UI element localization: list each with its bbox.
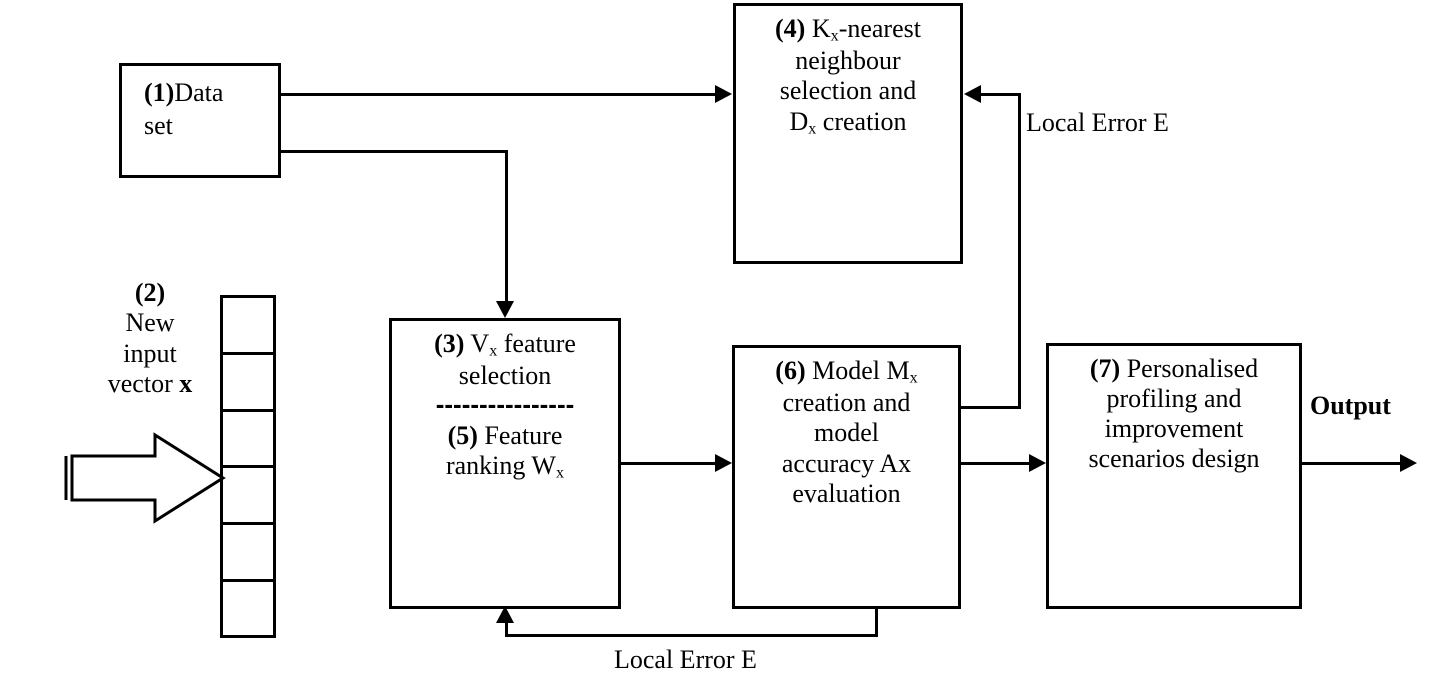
- box-6-line3: model: [814, 418, 879, 448]
- vector-cell: [223, 582, 273, 639]
- vector-cell: [223, 468, 273, 526]
- input-block-arrow: [60, 428, 230, 533]
- connector-box1-to-box4: [281, 93, 715, 96]
- box-5-number: (5): [447, 420, 478, 450]
- input-vector-number: (2): [134, 278, 166, 307]
- box-3-line1-sub: x: [489, 342, 498, 360]
- box-6-line5: evaluation: [792, 478, 901, 508]
- box-7-line3: improvement: [1104, 414, 1244, 444]
- arrowhead-into-box4-left: [715, 85, 732, 103]
- connector-box1-to-box3-vertical: [505, 150, 508, 302]
- arrowhead-into-box7-left: [1029, 454, 1046, 472]
- connector-box7-to-output: [1302, 462, 1402, 465]
- box-3-line1-post: feature: [497, 329, 576, 358]
- output-label: Output: [1310, 391, 1391, 420]
- box-3-line1-pre: V: [464, 329, 490, 358]
- arrowhead-into-box3-bottom: [496, 606, 514, 623]
- box-6-line1-sub: x: [909, 369, 918, 387]
- input-vector-variable: x: [179, 369, 193, 399]
- box-6-number: (6): [775, 356, 806, 385]
- arrowhead-output: [1400, 454, 1417, 472]
- box-7-line2: profiling and: [1106, 384, 1242, 414]
- input-vector-column[interactable]: [220, 295, 276, 638]
- vector-cell: [223, 525, 273, 582]
- feedback-upper-to-box4: [981, 93, 1021, 96]
- box-6-line1-pre: Model M: [805, 356, 910, 385]
- arrowhead-into-box3-top: [496, 301, 514, 318]
- vector-cell: [223, 412, 273, 469]
- connector-box6-to-box7: [961, 462, 1031, 465]
- connector-box3-to-box6: [621, 462, 717, 465]
- box-6-line4: accuracy Ax: [781, 448, 912, 478]
- vector-cell: [223, 355, 273, 412]
- box-3-number: (3): [434, 329, 465, 358]
- arrowhead-into-box4-right: [964, 85, 981, 103]
- local-error-label-bottom: Local Error E: [614, 645, 757, 674]
- feedback-lower-vertical-left: [505, 621, 508, 635]
- box-4-line1-post: -nearest: [838, 14, 921, 43]
- box-4-line1-sub: x: [830, 27, 839, 45]
- feedback-upper-from-box6: [961, 406, 1021, 409]
- local-error-label-top: Local Error E: [1026, 108, 1169, 137]
- block-arrow-shape: [70, 432, 226, 524]
- box-7-line4: scenarios design: [1088, 444, 1260, 474]
- box-5-line2-pre: ranking W: [445, 450, 556, 480]
- feedback-lower-vertical-right: [875, 609, 878, 637]
- feedback-lower-horizontal: [505, 634, 878, 637]
- box-3-5-feature-selection-ranking[interactable]: (3) Vx feature selection ----------------…: [389, 318, 621, 609]
- block-arrow-svg: [64, 432, 226, 524]
- box-4-line4-sub: x: [808, 120, 817, 138]
- feedback-upper-vertical: [1018, 93, 1021, 409]
- box-6-line2: creation and: [782, 388, 911, 418]
- input-vector-label: (2) New input vector x: [88, 278, 212, 400]
- box-7-line1: Personalised: [1120, 354, 1259, 383]
- box-1-line2: set: [144, 111, 173, 141]
- arrowhead-into-box6-left: [715, 454, 732, 472]
- box-4-line4-pre: D: [789, 106, 809, 136]
- connector-box1-to-box3-horizontal: [281, 150, 508, 153]
- box-1-number: (1): [144, 78, 175, 107]
- box-1-line1: Data: [174, 78, 224, 107]
- box-7-number: (7): [1089, 354, 1121, 383]
- box-5-line2-sub: x: [555, 464, 565, 482]
- vector-cell: [223, 298, 273, 355]
- box-4-line3: selection and: [779, 76, 917, 106]
- box-4-line4-post: creation: [816, 106, 907, 136]
- input-vector-line1: New: [125, 308, 175, 338]
- box-5-line1: Feature: [477, 420, 563, 450]
- box-4-line2: neighbour: [795, 46, 901, 76]
- box-4-line1-pre: K: [805, 14, 831, 43]
- box-3-line2: selection: [458, 361, 552, 391]
- box-4-number: (4): [775, 14, 806, 43]
- box-3-text: (3) Vx feature selection: [392, 321, 618, 391]
- input-vector-line2: input: [123, 338, 177, 368]
- dashed-separator: ----------------: [435, 389, 575, 420]
- input-vector-line3: vector: [107, 369, 180, 399]
